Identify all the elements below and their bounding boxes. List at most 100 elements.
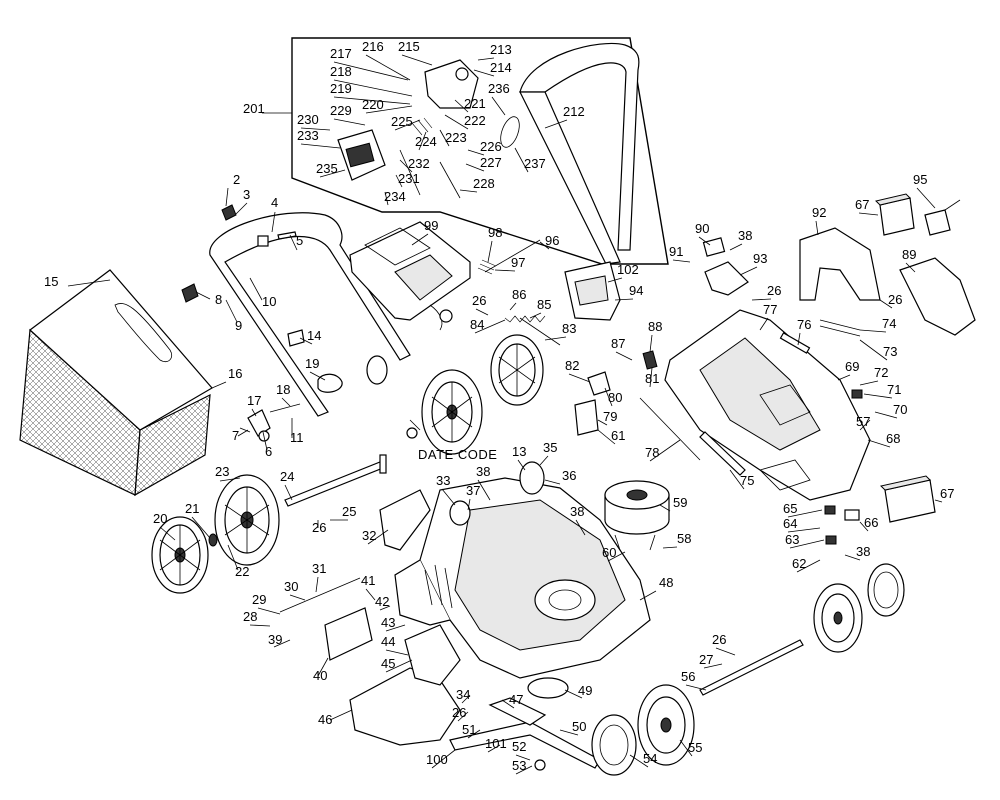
- part-label-p226: 226: [480, 139, 502, 154]
- rear-flap: [379, 489, 431, 551]
- battery-cover: [899, 257, 976, 336]
- front-wheel-right-large: [813, 583, 863, 653]
- part-label-p38d: 38: [738, 228, 752, 243]
- axle-rod: [409, 419, 421, 431]
- height-lever: [324, 607, 373, 661]
- part-label-p28: 28: [243, 609, 257, 624]
- part-label-p57: 57: [856, 414, 870, 429]
- part-label-p46: 46: [318, 712, 332, 727]
- part-label-p18: 18: [276, 382, 290, 397]
- part-label-p215: 215: [398, 39, 420, 54]
- part-label-p85: 85: [537, 297, 551, 312]
- part-label-p26a: 26: [312, 520, 326, 535]
- fan: [527, 677, 569, 699]
- part-label-p99: 99: [424, 218, 438, 233]
- part-label-p68: 68: [886, 431, 900, 446]
- battery-bottom: [880, 475, 936, 523]
- part-label-p88: 88: [648, 319, 662, 334]
- blade-adapter: [488, 697, 547, 726]
- part-label-p49: 49: [578, 683, 592, 698]
- part-label-p16: 16: [228, 366, 242, 381]
- axle-bracket: [379, 454, 387, 474]
- cover-frame: [799, 227, 881, 301]
- part-label-p58: 58: [677, 531, 691, 546]
- switch-housing: [564, 261, 621, 321]
- part-label-p213: 213: [490, 42, 512, 57]
- connector-65: [824, 505, 836, 515]
- lever-arm: [519, 317, 561, 346]
- part-label-p54: 54: [643, 751, 657, 766]
- part-label-p67b: 67: [940, 486, 954, 501]
- part-label-p20: 20: [153, 511, 167, 526]
- part-label-p17: 17: [247, 393, 261, 408]
- fuse-71: [851, 389, 863, 399]
- part-label-p2: 2: [233, 172, 240, 187]
- part-label-p95: 95: [913, 172, 927, 187]
- part-label-p63: 63: [785, 532, 799, 547]
- part-label-p52: 52: [512, 739, 526, 754]
- connector-66: [844, 509, 860, 521]
- part-label-p79: 79: [603, 409, 617, 424]
- plate-76: [779, 332, 811, 354]
- part-label-p201: 201: [243, 101, 265, 116]
- height-rod: [279, 577, 361, 613]
- part-label-p93: 93: [753, 251, 767, 266]
- part-label-p234: 234: [384, 189, 406, 204]
- part-label-p86: 86: [512, 287, 526, 302]
- part-label-p48: 48: [659, 575, 673, 590]
- part-label-p65: 65: [783, 501, 797, 516]
- part-label-p51: 51: [462, 722, 476, 737]
- switch-key: [702, 237, 726, 257]
- part-label-p5: 5: [296, 233, 303, 248]
- part-label-p100: 100: [426, 752, 448, 767]
- front-wheel-large: [637, 684, 695, 766]
- part-label-p78: 78: [645, 445, 659, 460]
- part-label-p212: 212: [563, 104, 585, 119]
- switch-module: [574, 399, 599, 436]
- upper-handle: [519, 42, 640, 265]
- part-label-p227: 227: [480, 155, 502, 170]
- part-label-p66: 66: [864, 515, 878, 530]
- part-label-p59: 59: [673, 495, 687, 510]
- front-wheel-small: [591, 714, 637, 776]
- part-label-p67a: 67: [855, 197, 869, 212]
- part-label-p26e: 26: [767, 283, 781, 298]
- part-label-p47: 47: [509, 692, 523, 707]
- part-label-p31: 31: [312, 561, 326, 576]
- leader-lines: [67, 54, 943, 775]
- grass-collection-bag: [19, 269, 213, 497]
- part-label-p98: 98: [488, 225, 502, 240]
- part-label-p91: 91: [669, 244, 683, 259]
- part-label-p25: 25: [342, 504, 356, 519]
- part-label-p3: 3: [243, 187, 250, 202]
- part-label-p42: 42: [375, 594, 389, 609]
- bearing: [519, 461, 545, 495]
- safety-flap: [404, 624, 461, 686]
- part-label-p19: 19: [305, 356, 319, 371]
- part-label-p237: 237: [524, 156, 546, 171]
- wire-74: [819, 319, 861, 337]
- part-label-p73: 73: [883, 344, 897, 359]
- part-label-p97: 97: [511, 255, 525, 270]
- part-label-p71: 71: [887, 382, 901, 397]
- cable-rods: [429, 239, 541, 331]
- part-label-p7: 7: [232, 428, 239, 443]
- part-label-p37: 37: [466, 483, 480, 498]
- part-label-p38a: 38: [476, 464, 490, 479]
- control-box: [337, 59, 520, 199]
- part-label-p4: 4: [271, 195, 278, 210]
- part-label-p222: 222: [464, 113, 486, 128]
- part-label-p83: 83: [562, 321, 576, 336]
- motor-cover: [664, 309, 871, 501]
- part-label-p64: 64: [783, 516, 797, 531]
- part-label-p36: 36: [562, 468, 576, 483]
- part-label-p26f: 26: [888, 292, 902, 307]
- rear-axle: [284, 461, 384, 507]
- part-label-p72: 72: [874, 365, 888, 380]
- part-label-p24: 24: [280, 469, 294, 484]
- part-label-p39: 39: [268, 632, 282, 647]
- part-label-p87: 87: [611, 336, 625, 351]
- part-label-p13: 13: [512, 444, 526, 459]
- connector-63: [825, 535, 837, 545]
